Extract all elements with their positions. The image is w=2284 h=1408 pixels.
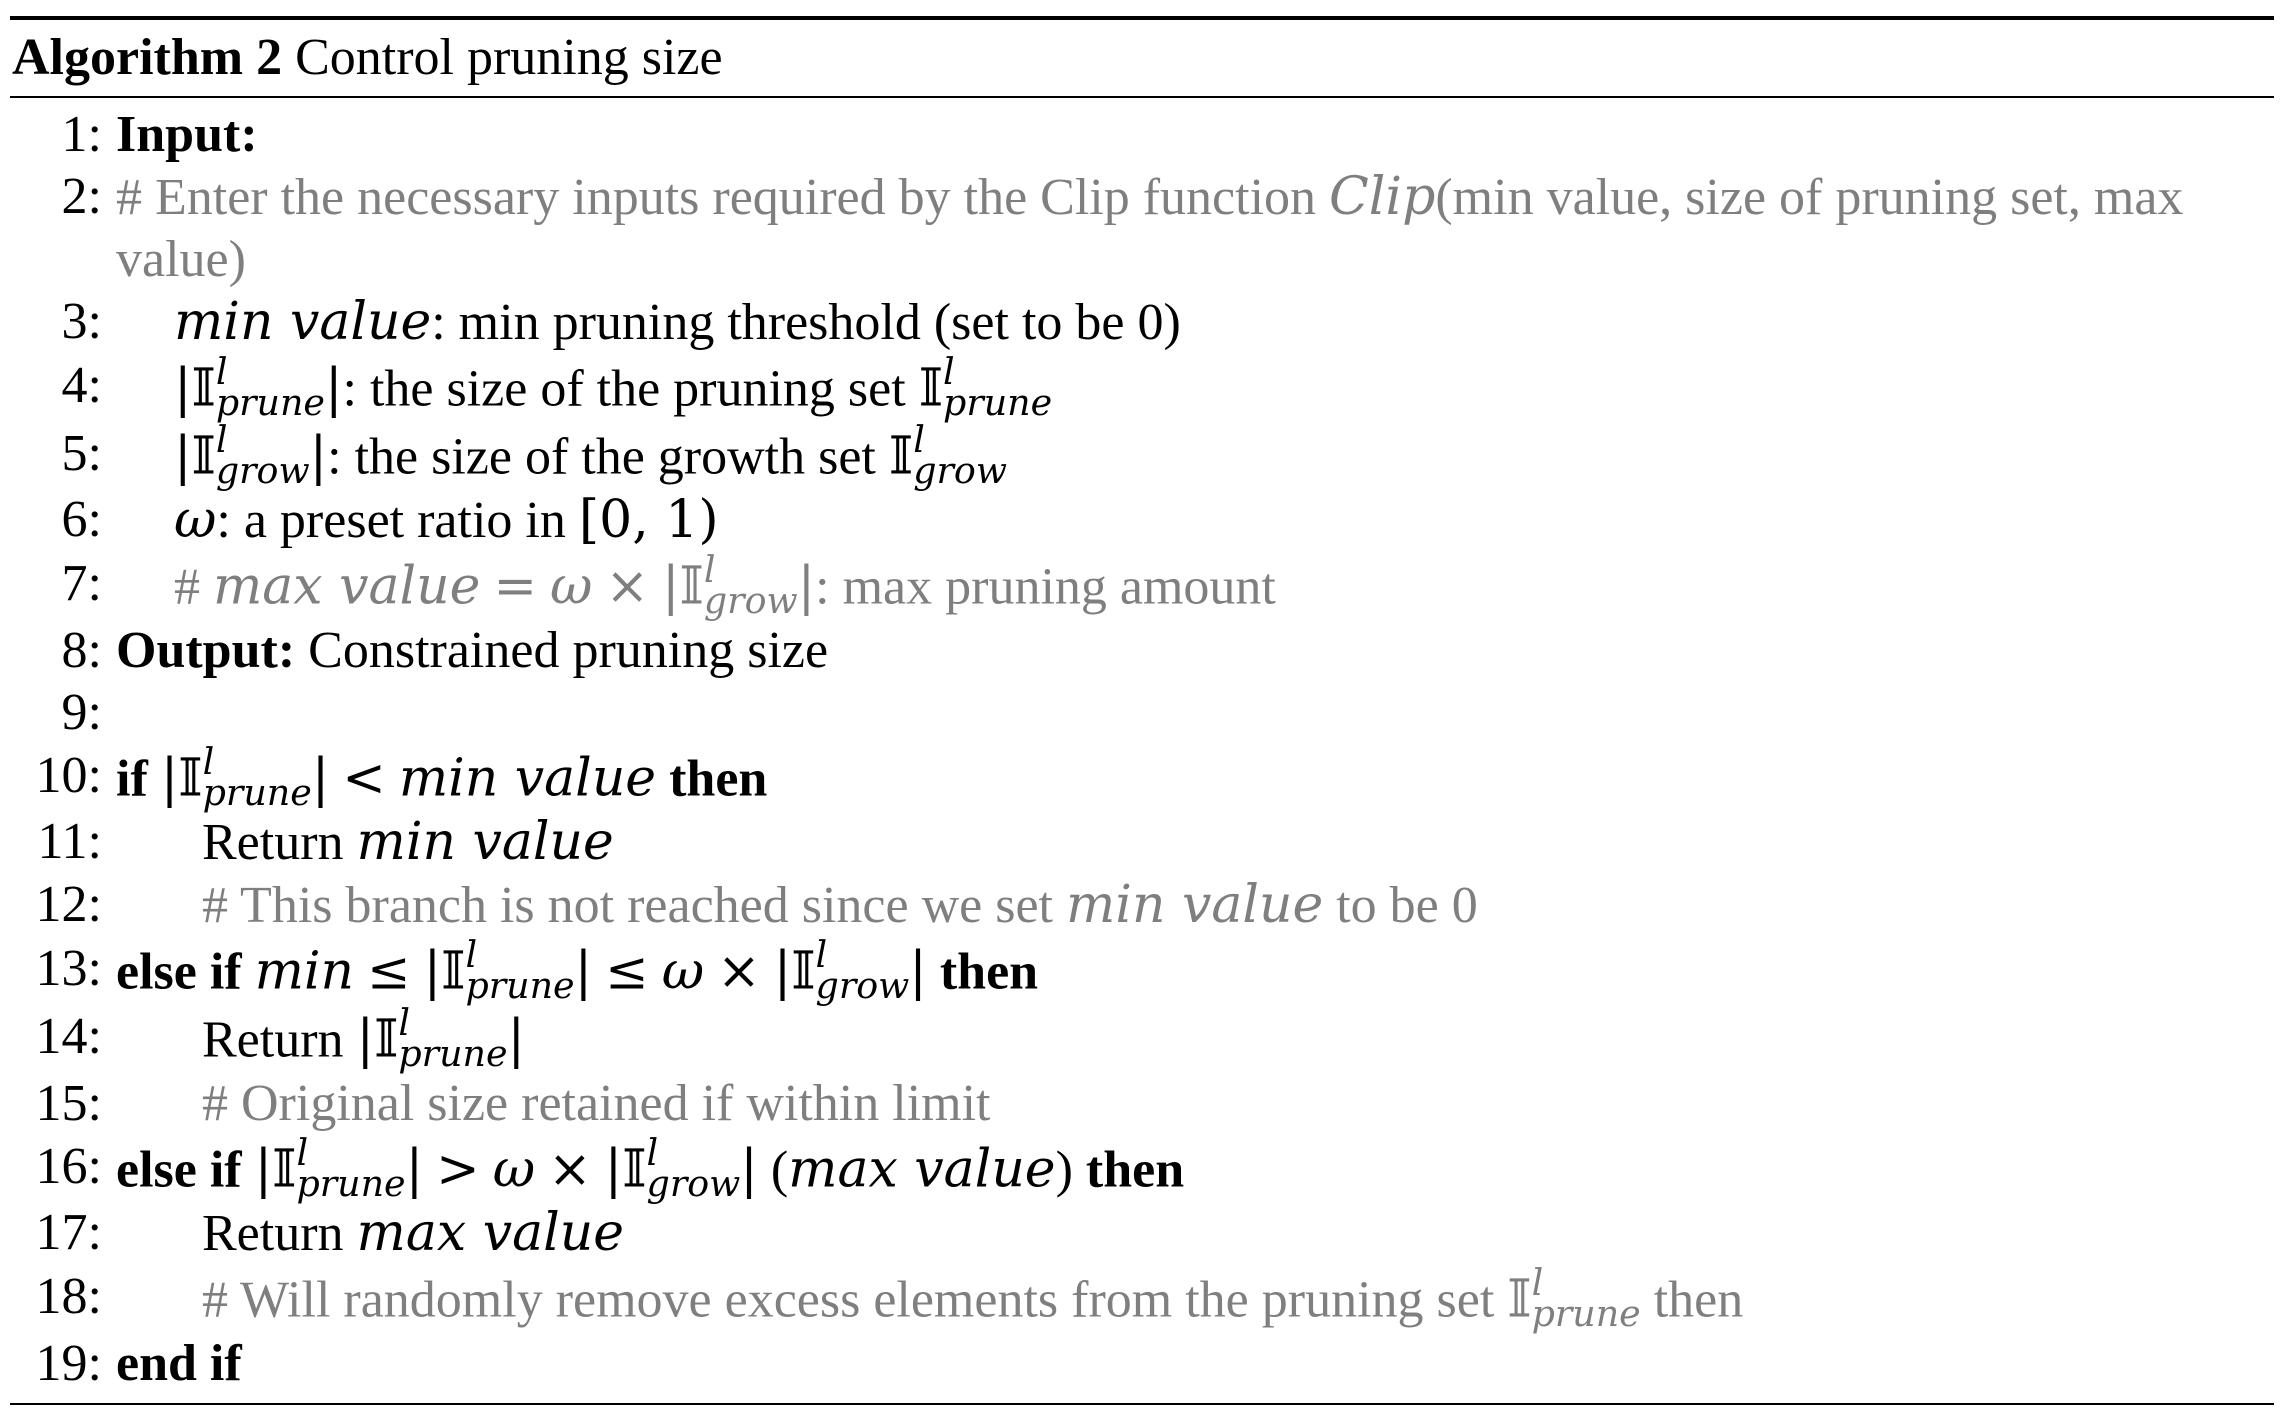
comment-text: # This branch is not reached since we se… <box>202 875 1478 936</box>
algo-line-8: 8: Output: Constrained pruning size <box>10 620 2274 682</box>
line-number: 6: <box>61 491 102 549</box>
input-keyword: Input: <box>116 106 258 163</box>
output-keyword: Output: <box>116 621 296 679</box>
if-keyword: if <box>116 750 148 808</box>
bottom-rule <box>10 1402 2274 1405</box>
line-number: 8: <box>61 621 102 679</box>
line-number: 1: <box>61 106 102 163</box>
comment-text: # Will randomly remove excess elements f… <box>202 1261 1744 1336</box>
algo-line-18: 18: # Will randomly remove excess elemen… <box>10 1261 2274 1336</box>
line-number: 12: <box>35 876 102 934</box>
line-number: 5: <box>61 424 102 482</box>
min-value-var: min value <box>174 292 432 352</box>
else-if-keyword: else if <box>116 1141 242 1199</box>
algo-line-11: 11: Return min value <box>10 811 2274 874</box>
end-if-keyword: end if <box>116 1334 242 1392</box>
algorithm-body: 1: Input: 2: # Enter the necessary input… <box>10 98 2274 1395</box>
algo-line-17: 17: Return max value <box>10 1202 2274 1265</box>
else-if-keyword: else if <box>116 943 242 1001</box>
algo-line-2: 2: # Enter the necessary inputs required… <box>10 166 2274 291</box>
algorithm-caption: Algorithm 2 Control pruning size <box>10 20 2274 96</box>
line-number: 7: <box>61 555 102 613</box>
algo-line-3: 3: min value: min pruning threshold (set… <box>10 291 2274 354</box>
algo-line-9: 9: <box>10 682 2274 744</box>
line-number: 18: <box>35 1268 102 1326</box>
interval: [0, 1) <box>578 490 719 551</box>
algo-line-6: 6: ω: a preset ratio in [0, 1) <box>10 489 2274 552</box>
then-keyword: then <box>1085 1141 1185 1199</box>
line-number: 9: <box>61 683 102 741</box>
line-number: 16: <box>35 1137 102 1195</box>
line-number: 15: <box>35 1074 102 1132</box>
comment-text: # Original size retained if within limit <box>202 1074 991 1132</box>
then-keyword: then <box>939 943 1039 1001</box>
line-number: 10: <box>35 746 102 804</box>
algo-line-15: 15: # Original size retained if within l… <box>10 1073 2274 1135</box>
algorithm-block: Algorithm 2 Control pruning size 1: Inpu… <box>10 16 2274 1405</box>
line-number: 11: <box>37 813 102 871</box>
line-number: 19: <box>35 1334 102 1392</box>
line-number: 14: <box>35 1007 102 1065</box>
top-rule <box>10 16 2274 20</box>
line-number: 2: <box>61 168 102 225</box>
algo-line-1: 1: Input: <box>10 104 2274 166</box>
line-number: 4: <box>61 357 102 414</box>
caption-rule <box>10 96 2274 98</box>
algo-line-19: 19: end if <box>10 1333 2274 1395</box>
line-number: 3: <box>61 293 102 350</box>
algo-line-12: 12: # This branch is not reached since w… <box>10 874 2274 937</box>
line-number: 13: <box>35 940 102 998</box>
omega-symbol: ω <box>174 490 217 551</box>
line-number: 17: <box>35 1204 102 1262</box>
then-keyword: then <box>669 750 768 808</box>
comment-text: # Enter the necessary inputs required by… <box>116 167 2184 288</box>
clip-function: Clip <box>1329 167 1436 227</box>
algorithm-title: Control pruning size <box>295 29 723 86</box>
algorithm-label: Algorithm 2 <box>12 29 283 86</box>
